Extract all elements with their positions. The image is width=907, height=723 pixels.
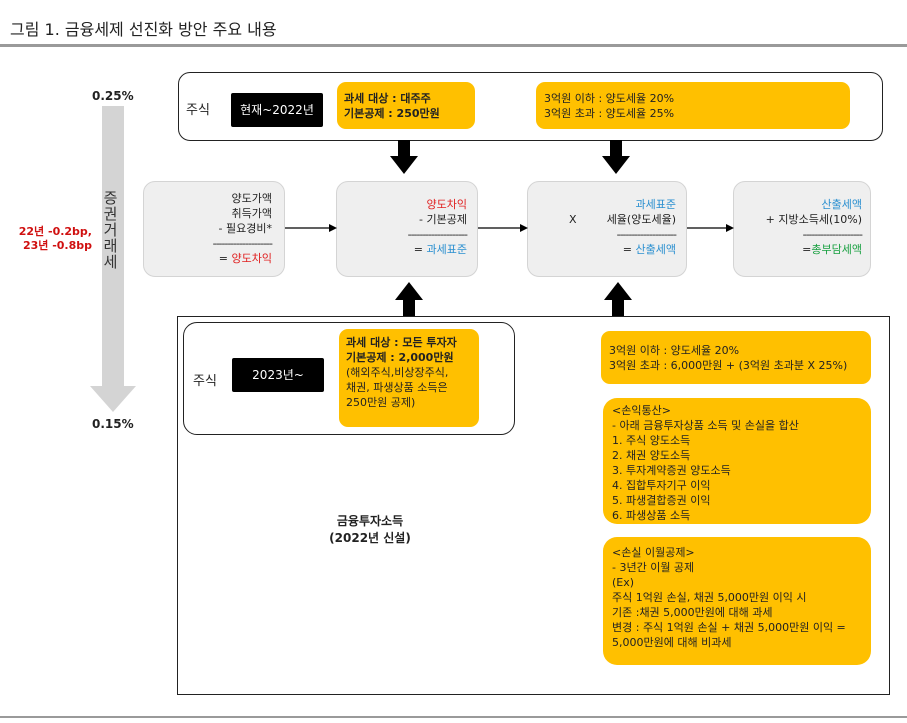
financial-investment-income-year: (2022년 신설) (329, 531, 411, 545)
flow-result-tax-base: 과세표준 (426, 243, 467, 256)
new-deduction-note-1: (해외주식,비상장주식, (346, 366, 449, 379)
flow-result: = 양도차익 (150, 251, 272, 266)
current-rate-high: 3억원 초과 : 양도세율 25% (544, 107, 675, 120)
loss-netting-box: <손익통산> - 아래 금융투자상품 소득 및 손실을 합산 1. 주식 양도소… (603, 398, 871, 524)
carry-line-2: (Ex) (612, 576, 635, 589)
arrow-right-icon (285, 224, 337, 232)
flow-separator: -------------------- (212, 237, 273, 250)
netting-item: 6. 파생상품 소득 (612, 509, 691, 522)
capital-gain-box: 양도가액 취득가액 - 필요경비* -------------------- =… (143, 181, 285, 277)
carry-line-3: 주식 1억원 손실, 채권 5,000만원 이익 시 (612, 591, 807, 604)
carry-line-6: 5,000만원에 대해 비과세 (612, 636, 732, 649)
flow-sale-price: 양도가액 (231, 192, 272, 205)
netting-title: <손익통산> (612, 404, 671, 417)
financial-investment-income-title: 금융투자소득 (336, 514, 404, 528)
new-rate-box: 3억원 이하 : 양도세율 20% 3억원 초과 : 6,000만원 + (3억… (601, 331, 871, 384)
flow-equals: = (413, 243, 427, 256)
figure-title: 그림 1. 금융세제 선진화 방안 주요 내용 (10, 20, 277, 39)
tax-base-box: 양도차익 - 기본공제 -------------------- = 과세표준 (336, 181, 478, 277)
flow-result-capital-gain: 양도차익 (231, 252, 272, 265)
loss-carryforward-box: <손실 이월공제> - 3년간 이월 공제 (Ex) 주식 1억원 손실, 채권… (603, 537, 871, 665)
flow-equals: = (802, 243, 812, 256)
new-period-badge: 2023년~ (232, 358, 324, 392)
arrow-up-icon (395, 282, 423, 316)
tax-rate-top: 0.25% (92, 89, 134, 103)
bottom-rule (0, 716, 907, 718)
current-target-box: 과세 대상 : 대주주 기본공제 : 250만원 (337, 82, 475, 129)
tax-rate-bottom: 0.15% (92, 417, 134, 431)
arrow-down-icon (602, 140, 630, 174)
flow-tax-rate: 세율(양도세율) (606, 213, 676, 226)
carry-title: <손실 이월공제> (612, 546, 695, 559)
down-arrow-icon (90, 106, 136, 412)
flow-local-income-tax: + 지방소득세(10%) (765, 213, 862, 226)
netting-item: 1. 주식 양도소득 (612, 434, 691, 447)
flow-multiply: X (569, 213, 577, 226)
flow-equals: = (622, 243, 636, 256)
new-rate-low: 3억원 이하 : 양도세율 20% (609, 344, 740, 357)
netting-item: 5. 파생결합증권 이익 (612, 494, 711, 507)
new-deduction-note-2: 채권, 파생상품 소득은 (346, 381, 448, 394)
netting-item: 3. 투자계약증권 양도소득 (612, 464, 731, 477)
securities-tax-label: 증권거래세 (101, 190, 119, 270)
arrow-right-icon (687, 224, 734, 232)
carry-line-1: - 3년간 이월 공제 (612, 561, 695, 574)
flow-tax-base: 과세표준 (635, 198, 676, 211)
tax-change-2023: 23년 -0.8bp (22, 239, 92, 252)
calculated-tax-box: 과세표준 X 세율(양도세율) -------------------- = 산출… (527, 181, 687, 277)
financial-investment-income: 금융투자소득 (2022년 신설) (300, 513, 440, 547)
new-target-box: 과세 대상 : 모든 투자자 기본공제 : 2,000만원 (해외주식,비상장주… (339, 329, 479, 427)
current-target: 과세 대상 : 대주주 (344, 92, 431, 105)
netting-item: 4. 집합투자기구 이익 (612, 479, 711, 492)
current-rate-low: 3억원 이하 : 양도세율 20% (544, 92, 675, 105)
flow-result-total-tax: 총부담세액 (811, 243, 862, 256)
arrow-down-icon (390, 140, 418, 174)
flow-equals: = (218, 252, 232, 265)
netting-item: 2. 채권 양도소득 (612, 449, 691, 462)
new-rate-high: 3억원 초과 : 6,000만원 + (3억원 초과분 X 25%) (609, 359, 848, 372)
netting-desc: - 아래 금융투자상품 소득 및 손실을 합산 (612, 419, 799, 432)
arrow-right-icon (478, 224, 528, 232)
flow-acquisition-price: 취득가액 (231, 207, 272, 220)
current-stock-label: 주식 (186, 103, 210, 118)
flow-separator: -------------------- (802, 228, 863, 241)
flow-separator: -------------------- (616, 228, 677, 241)
new-deduction-note-3: 250만원 공제) (346, 396, 416, 409)
new-deduction: 기본공제 : 2,000만원 (346, 351, 454, 364)
total-tax-box: 산출세액 + 지방소득세(10%) -------------------- =… (733, 181, 871, 277)
carry-line-4: 기존 :채권 5,000만원에 대해 과세 (612, 606, 773, 619)
current-period-badge: 현재~2022년 (231, 93, 323, 127)
flow-capital-gain: 양도차익 (426, 198, 467, 211)
flow-result-calculated-tax: 산출세액 (635, 243, 676, 256)
current-deduction: 기본공제 : 250만원 (344, 107, 440, 120)
new-stock-label: 주식 (193, 374, 217, 389)
flow-calculated-tax: 산출세액 (821, 198, 862, 211)
title-rule (0, 44, 907, 47)
carry-line-5: 변경 : 주식 1억원 손실 + 채권 5,000만원 이익 = (612, 621, 846, 634)
flow-basic-deduction: - 기본공제 (419, 213, 467, 226)
tax-change-note: 22년 -0.2bp, 23년 -0.8bp (6, 225, 92, 253)
current-rate-box: 3억원 이하 : 양도세율 20% 3억원 초과 : 양도세율 25% (536, 82, 850, 129)
flow-expenses: - 필요경비* (218, 222, 272, 235)
flow-separator: -------------------- (407, 228, 468, 241)
arrow-up-icon (604, 282, 632, 316)
tax-change-2022: 22년 -0.2bp, (18, 225, 92, 238)
new-target: 과세 대상 : 모든 투자자 (346, 336, 457, 349)
